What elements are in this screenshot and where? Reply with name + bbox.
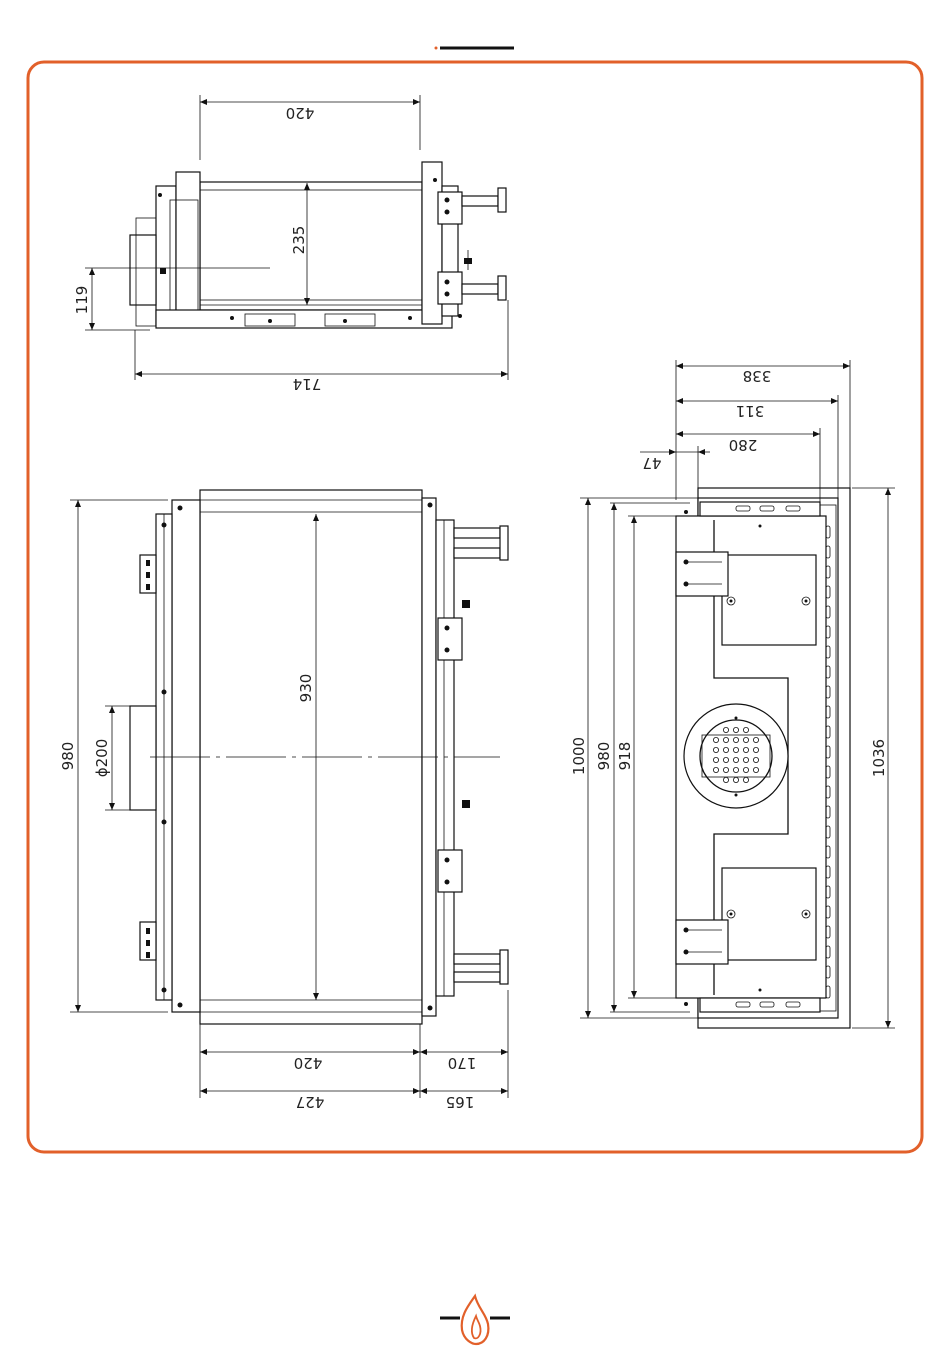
dim-front-930: 930 [297, 674, 315, 703]
dim-front-427: 427 [296, 1093, 325, 1111]
dim-front-980: 980 [59, 742, 77, 771]
dim-top-235: 235 [290, 226, 308, 255]
dim-front-diameter: ϕ200 [93, 739, 111, 778]
dim-side-980: 980 [595, 742, 613, 771]
dim-side-918: 918 [616, 742, 634, 771]
dim-side-47: 47 [642, 454, 661, 472]
footer-mark [440, 1296, 510, 1344]
dim-front-420: 420 [294, 1054, 323, 1072]
dim-front-165: 165 [446, 1093, 475, 1111]
dim-side-280: 280 [729, 436, 758, 454]
flame-icon [462, 1296, 489, 1344]
dim-front-170: 170 [448, 1054, 477, 1072]
dim-side-1000: 1000 [570, 737, 588, 775]
dim-side-338: 338 [743, 367, 772, 385]
side-view-drawing [676, 488, 850, 1028]
dim-side-1036: 1036 [870, 739, 888, 777]
header-line [435, 47, 515, 50]
dim-top-420: 420 [286, 104, 315, 122]
front-view-drawing [130, 490, 508, 1024]
dim-top-119: 119 [73, 286, 91, 315]
dim-top-714: 714 [293, 375, 322, 393]
dim-side-311: 311 [736, 402, 765, 420]
